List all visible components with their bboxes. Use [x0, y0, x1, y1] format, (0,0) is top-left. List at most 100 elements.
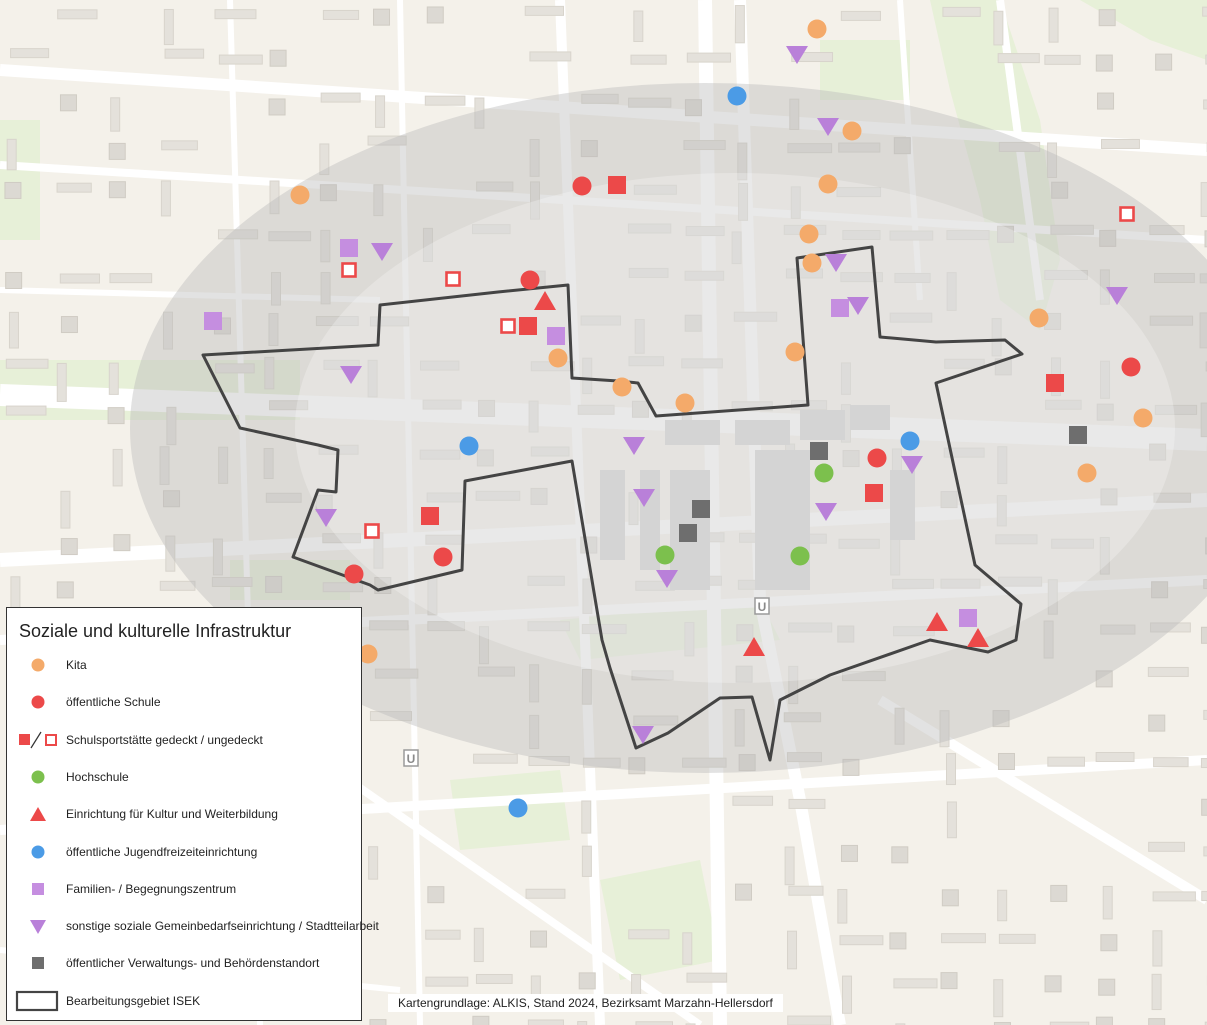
buildings: [4, 5, 1207, 1025]
legend-item-schule: öffentliche Schule: [7, 691, 361, 713]
jugend-legend-icon: [31, 845, 45, 858]
isek-boundary: [201, 245, 1024, 762]
sozial-marker: [847, 297, 869, 315]
sport-covered-marker: [421, 507, 439, 525]
metro-station-icon: U: [403, 749, 419, 767]
sozial-marker: [632, 726, 654, 744]
sozial-marker: [656, 570, 678, 588]
jugend-marker: [727, 86, 747, 106]
svg-text:U: U: [758, 600, 767, 614]
kultur-legend-icon: [30, 807, 46, 822]
kita-marker: [807, 19, 827, 39]
schule-marker: [1121, 357, 1141, 377]
buffer-core: [295, 173, 1175, 683]
kita-marker: [785, 342, 805, 362]
sport-legend-icon: [19, 731, 57, 748]
hochschule-marker: [790, 546, 810, 566]
jugend-marker: [459, 436, 479, 456]
legend-item-kultur: Einrichtung für Kultur und Weiterbildung: [7, 803, 361, 825]
legend-item-sport: Schulsportstätte gedeckt / ungedeckt: [7, 729, 361, 751]
sport-open-marker: [500, 318, 516, 334]
legend-item-familie: Familien- / Begegnungszentrum: [7, 878, 361, 900]
legend-item-verwaltung: öffentlicher Verwaltungs- und Behördenst…: [7, 952, 361, 974]
jugend-marker: [900, 431, 920, 451]
poi-markers: [204, 19, 1153, 818]
legend-item-label: öffentliche Jugendfreizeiteinrichtung: [66, 844, 258, 859]
kita-marker: [358, 644, 378, 664]
familie-marker: [340, 239, 358, 257]
kita-legend-icon: [31, 658, 45, 672]
kita-marker: [612, 377, 632, 397]
sozial-marker: [340, 366, 362, 384]
sozial-marker: [623, 437, 645, 455]
verwaltung-marker: [1069, 426, 1087, 444]
isek-legend-icon: [15, 990, 59, 1011]
legend-item-hochschule: Hochschule: [7, 766, 361, 788]
jugend-marker: [508, 798, 528, 818]
legend-item-label: Familien- / Begegnungszentrum: [66, 881, 237, 896]
legend-item-label: sonstige soziale Gemeinbedarfseinrichtun…: [66, 919, 379, 934]
kita-marker: [290, 185, 310, 205]
sport-open-marker: [445, 271, 461, 287]
sport-open-marker: [1119, 206, 1135, 222]
legend-item-label: Hochschule: [66, 769, 129, 784]
verwaltung-legend-icon: [32, 957, 44, 970]
kultur-marker: [967, 628, 989, 647]
kita-marker: [1133, 408, 1153, 428]
metro-station-icon: U: [754, 597, 770, 615]
legend-item-isek: Bearbeitungsgebiet ISEK: [7, 990, 361, 1012]
kita-marker: [818, 174, 838, 194]
sozial-marker: [315, 509, 337, 527]
kita-marker: [1029, 308, 1049, 328]
kita-marker: [675, 393, 695, 413]
legend-item-sozial: sonstige soziale Gemeinbedarfseinrichtun…: [7, 915, 379, 937]
kultur-marker: [926, 612, 948, 631]
sozial-legend-icon: [30, 920, 46, 935]
sozial-marker: [371, 243, 393, 261]
hochschule-marker: [655, 545, 675, 565]
hochschule-legend-icon: [31, 770, 45, 784]
sport-covered-marker: [608, 176, 626, 194]
legend-item-label: Kita: [66, 658, 87, 672]
schule-legend-icon: [31, 695, 45, 709]
sozial-marker: [817, 118, 839, 136]
legend-item-label: Bearbeitungsgebiet ISEK: [66, 993, 201, 1008]
sport-covered-marker: [519, 317, 537, 335]
green-areas: [0, 0, 1207, 980]
kultur-marker: [743, 637, 765, 656]
schule-marker: [867, 448, 887, 468]
legend-item-label: Schulsportstätte gedeckt / ungedeckt: [66, 732, 263, 747]
sozial-marker: [1106, 287, 1128, 305]
verwaltung-marker: [692, 500, 710, 518]
familie-marker: [831, 299, 849, 317]
verwaltung-marker: [810, 442, 828, 460]
sozial-marker: [901, 456, 923, 474]
familie-marker: [547, 327, 565, 345]
legend-item-kita: Kita: [7, 654, 361, 676]
kita-marker: [842, 121, 862, 141]
familie-legend-icon: [32, 882, 44, 895]
kita-marker: [548, 348, 568, 368]
legend: Soziale und kulturelle Infrastruktur Kit…: [6, 607, 379, 1021]
buffer-zone: [130, 83, 1207, 773]
sport-covered-marker: [1046, 374, 1064, 392]
schule-marker: [344, 564, 364, 584]
kita-marker: [1077, 463, 1097, 483]
legend-title: Soziale und kulturelle Infrastruktur: [19, 621, 292, 641]
hochschule-marker: [814, 463, 834, 483]
sozial-marker: [825, 254, 847, 272]
sport-open-marker: [341, 262, 357, 278]
verwaltung-marker: [679, 524, 697, 542]
familie-marker: [959, 609, 977, 627]
sozial-marker: [633, 489, 655, 507]
map-credit: Kartengrundlage: ALKIS, Stand 2024, Bezi…: [388, 994, 783, 1012]
kita-marker: [799, 224, 819, 244]
legend-item-label: Einrichtung für Kultur und Weiterbildung: [66, 807, 278, 822]
sozial-marker: [815, 503, 837, 521]
legend-item-label: öffentliche Schule: [66, 695, 161, 710]
schule-marker: [520, 270, 540, 290]
familie-marker: [204, 312, 222, 330]
legend-item-label: öffentlicher Verwaltungs- und Behördenst…: [66, 956, 320, 971]
